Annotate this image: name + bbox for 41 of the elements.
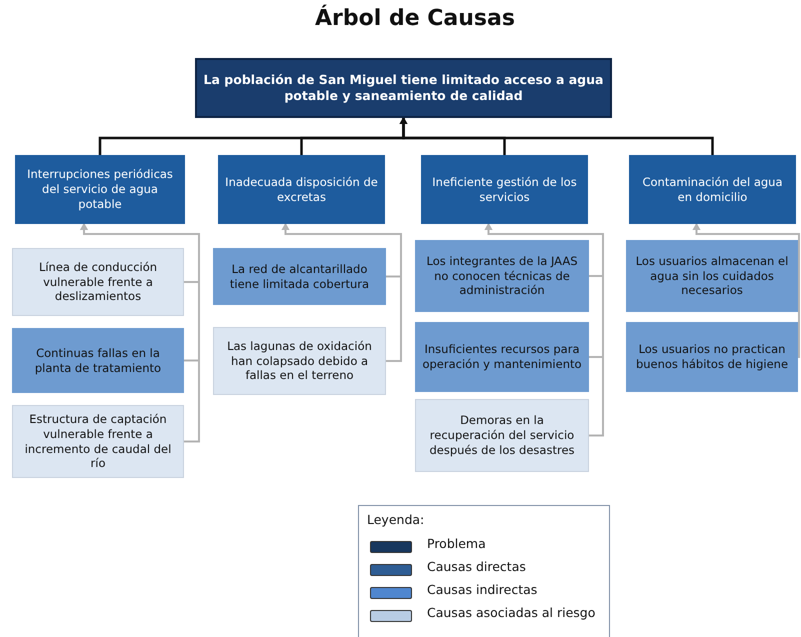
direct-cause-box bbox=[629, 155, 796, 224]
connector-arrow bbox=[692, 223, 800, 358]
box-text: Línea de conducción vulnerable frente a deslizamientos bbox=[38, 260, 158, 304]
indirect-cause-box bbox=[213, 248, 386, 305]
problem-box bbox=[195, 58, 612, 118]
indirect-cause-box bbox=[415, 322, 589, 392]
direct-cause-box bbox=[15, 155, 185, 224]
box-text: La población de San Miguel tiene limitado acceso a agua potable y saneamiento de calidad bbox=[203, 72, 604, 104]
box-text: La red de alcantarillado tiene limitada cobertura bbox=[228, 262, 370, 292]
box-text: Inadecuada disposición de excretas bbox=[224, 174, 379, 204]
connector-arrow bbox=[400, 117, 714, 155]
risk-cause-box bbox=[415, 399, 589, 472]
box-text: Insuficientes recursos para operación y mantenimiento bbox=[421, 342, 583, 372]
diagram-title: Árbol de Causas bbox=[314, 6, 516, 31]
indirect-cause-box bbox=[626, 322, 798, 392]
indirect-cause-box bbox=[415, 240, 589, 312]
box-text: Contaminación del agua en domicilio bbox=[641, 174, 784, 204]
connector-arrow bbox=[282, 223, 402, 362]
box-text: Ineficiente gestión de los servicios bbox=[431, 174, 578, 204]
indirect-cause-box bbox=[12, 328, 184, 393]
box-text: Continuas fallas en la planta de tratamiento bbox=[34, 346, 162, 376]
direct-cause-box bbox=[218, 155, 385, 224]
risk-cause-box bbox=[213, 327, 386, 395]
box-text: Estructura de captación vulnerable frente a incremento de caudal del río bbox=[24, 412, 172, 472]
direct-cause-box bbox=[421, 155, 588, 224]
box-text: Interrupciones periódicas del servicio de agua potable bbox=[26, 167, 174, 212]
connector-arrow bbox=[80, 223, 200, 442]
legend-title: Leyenda: bbox=[367, 512, 424, 527]
risk-cause-box bbox=[12, 405, 184, 478]
box-text: Los usuarios almacenan el agua sin los cuidados necesarios bbox=[634, 254, 790, 298]
box-text: Los usuarios no practican buenos hábitos de higiene bbox=[634, 342, 790, 372]
risk-cause-box bbox=[12, 248, 184, 316]
box-text: Los integrantes de la JAAS no conocen técnicas de administración bbox=[425, 254, 579, 298]
legend-label: Causas indirectas bbox=[427, 582, 538, 597]
legend-label: Causas directas bbox=[427, 559, 526, 574]
indirect-cause-box bbox=[626, 240, 798, 312]
box-text: Demoras en la recuperación del servicio después de los desastres bbox=[428, 413, 576, 458]
connector-arrow bbox=[484, 223, 604, 436]
legend-label: Problema bbox=[427, 536, 486, 551]
legend-label: Causas asociadas al riesgo bbox=[427, 605, 596, 620]
box-text: Las lagunas de oxidación han colapsado debido a fallas en el terreno bbox=[226, 338, 373, 384]
